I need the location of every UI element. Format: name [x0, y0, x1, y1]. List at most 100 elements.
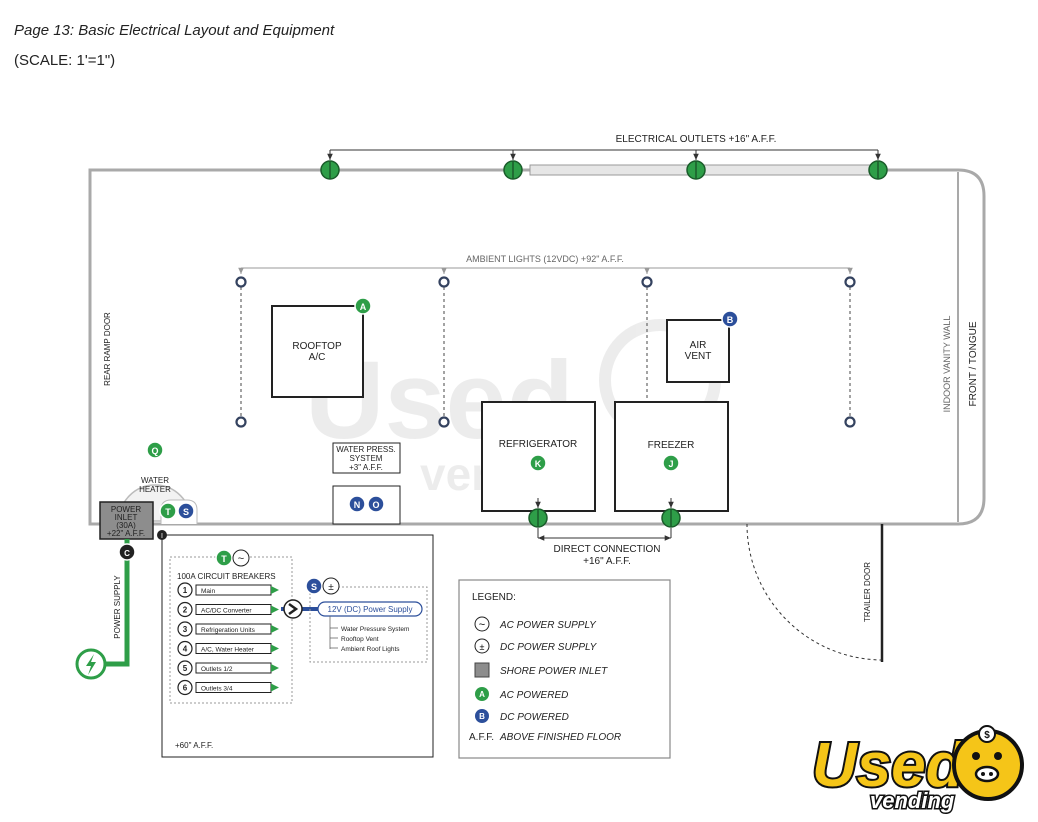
svg-text:±: ± [328, 582, 334, 593]
svg-text:A: A [360, 302, 367, 312]
breaker-number: 1 [183, 586, 188, 595]
indoor-vanity-wall-label: INDOOR VANITY WALL [942, 316, 952, 413]
breaker-arrow-icon [271, 644, 279, 653]
rear-ramp-door-label: REAR RAMP DOOR [103, 312, 112, 386]
breaker-label: A/C, Water Heater [201, 647, 255, 654]
rooftop-ac-label-2: A/C [309, 352, 326, 363]
shore-power-plug-icon [75, 648, 107, 680]
outlet-icon [686, 160, 706, 180]
dc-powered-badge: N [348, 495, 366, 513]
breaker-number-badge [177, 601, 193, 618]
legend-dc-supply-icon: ± [474, 638, 490, 654]
ambient-lights-label: AMBIENT LIGHTS (12VDC) +92" A.F.F. [466, 254, 624, 264]
outlet-icon [528, 508, 548, 528]
power-supply-label: POWER SUPPLY [113, 575, 122, 639]
breaker-arrow-icon [271, 625, 279, 633]
used-vending-logo: Used vending $ [810, 725, 1024, 815]
legend-item-label: AC POWERED [499, 690, 568, 701]
breaker-number: 6 [183, 684, 188, 693]
svg-text:Q: Q [151, 446, 158, 456]
logo-text: Used [812, 731, 965, 800]
svg-text:T: T [221, 554, 227, 564]
light-icon [641, 276, 653, 288]
legend-ac-supply-icon: ~ [474, 616, 490, 632]
water-press-label-box [332, 442, 401, 474]
dc-item-label: Water Pressure System [341, 626, 409, 633]
svg-text:O: O [372, 500, 379, 510]
breaker-panel-title: 100A CIRCUIT BREAKERS [177, 572, 276, 581]
ac-powered-badge: T [159, 502, 177, 520]
power-inlet-label-4: +22" A.F.F. [107, 529, 145, 538]
svg-text:B: B [727, 315, 734, 325]
legend-item-label: DC POWERED [500, 712, 569, 723]
dc-power-supply-label: 12V (DC) Power Supply [328, 605, 413, 614]
ac-powered-badge: Q [146, 441, 164, 459]
logo-subtext: vending [870, 788, 955, 813]
panel-height-label: +60" A.F.F. [175, 741, 213, 750]
outlet-icon [661, 508, 681, 528]
electrical-outlets-label: ELECTRICAL OUTLETS +16" A.F.F. [616, 134, 777, 145]
svg-text:B: B [479, 712, 485, 721]
dc-power-supply-pill [317, 601, 423, 617]
water-press-label: WATER PRESS. [336, 445, 396, 454]
svg-text:~: ~ [238, 553, 244, 565]
breaker-number-badge [177, 582, 193, 598]
breaker-box: T ~ 100A CIRCUIT BREAKERS [169, 549, 293, 704]
breaker-number-badge [177, 679, 193, 696]
breaker-number-badge [177, 621, 193, 637]
door-swing-arc [746, 523, 883, 661]
svg-text:A: A [479, 690, 485, 699]
breaker-label: Outlets 3/4 [201, 686, 233, 693]
connector-badge: C [118, 543, 136, 561]
scale-note: (SCALE: 1'=1") [14, 52, 116, 69]
legend-title: LEGEND: [472, 592, 516, 603]
ac-powered-badge: K [529, 454, 547, 472]
rooftop-ac-label: ROOFTOP [292, 341, 342, 352]
breaker-label: Outlets 1/2 [201, 666, 233, 673]
svg-text:J: J [668, 459, 673, 469]
panel-connector-badge: I [157, 530, 167, 540]
dc-item-label: Rooftop Vent [341, 636, 379, 643]
freezer-label: FREEZER [648, 440, 695, 451]
light-icon [235, 416, 247, 428]
trailer-door-label: TRAILER DOOR [863, 562, 872, 622]
breaker-row: 6 Outlets 3/4 [177, 679, 279, 696]
legend [458, 579, 671, 759]
breaker-number-badge [177, 640, 193, 657]
legend-dc-powered-icon: B [475, 709, 489, 723]
page-title: Page 13: Basic Electrical Layout and Equ… [14, 22, 335, 39]
breaker-number: 3 [183, 625, 188, 634]
dc-powered-badge: S [305, 577, 323, 595]
ac-supply-icon: ~ [232, 549, 250, 567]
water-press-label-3: +3" A.F.F. [349, 463, 383, 472]
svg-text:K: K [535, 459, 542, 469]
refrigerator-label: REFRIGERATOR [499, 439, 578, 450]
breaker-arrow-icon [271, 664, 279, 672]
breaker-label: Main [201, 588, 215, 595]
power-inlet-label: POWER [111, 505, 141, 514]
light-icon [235, 276, 247, 288]
direct-connection-label-2: +16" A.F.F. [583, 556, 631, 567]
front-tongue-label: FRONT / TONGUE [968, 321, 979, 406]
breaker-row: 1 Main [177, 582, 279, 598]
dc-powered-badge: S [177, 502, 195, 520]
air-vent-unit [666, 319, 730, 383]
legend-aff-symbol: A.F.F. [469, 732, 494, 743]
chevron-right-icon [283, 599, 303, 619]
trailer-wall [88, 168, 986, 526]
svg-text:C: C [124, 549, 130, 558]
breaker-arrow-icon [271, 605, 279, 614]
legend-shore-inlet-icon [474, 662, 490, 678]
water-press-label-2: SYSTEM [350, 454, 383, 463]
water-press-system [332, 485, 401, 525]
svg-text:S: S [311, 582, 317, 592]
power-inlet-label-3: (30A) [116, 521, 136, 530]
svg-text:N: N [354, 500, 361, 510]
ac-powered-badge: A [354, 297, 372, 315]
breaker-number: 5 [183, 664, 188, 673]
ac-powered-badge: J [662, 454, 680, 472]
